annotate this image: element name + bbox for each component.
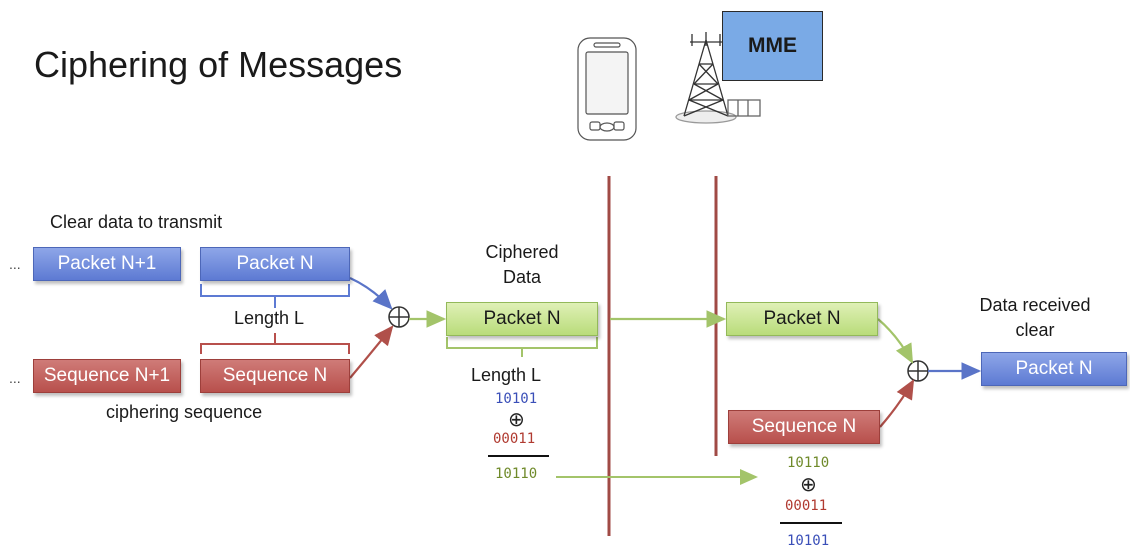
sequence-n-box: Sequence N: [200, 359, 350, 393]
cell-tower-icon: [675, 32, 761, 124]
receiver-sequence-box: Sequence N: [728, 410, 880, 444]
length-brace-ciphered: [446, 337, 598, 357]
bits-ciphered: 10110: [495, 466, 538, 482]
bits-received-ciphered: 10110: [787, 455, 830, 471]
xor-symbol-sender: ⊕: [508, 409, 525, 431]
ciphered-packet-box: Packet N: [446, 302, 598, 336]
ellipsis-packets: ...: [9, 256, 21, 272]
bits-received-key: 00011: [785, 498, 828, 514]
packet-n-box: Packet N: [200, 247, 350, 281]
mobile-phone-icon: [577, 37, 637, 141]
ciphering-sequence-label: ciphering sequence: [106, 402, 263, 422]
length-brace-top: [200, 284, 350, 308]
xor-operator-sender: [388, 306, 410, 328]
length-label-ciphered: Length L: [471, 365, 542, 385]
length-brace-bottom: [200, 333, 350, 354]
data-received-clear-label: Data received clear: [979, 295, 1091, 340]
ellipsis-sequences: ...: [9, 370, 21, 386]
bits-key: 00011: [493, 431, 536, 447]
bits-recovered: 10101: [787, 533, 830, 549]
arrow-sequence-to-xor: [349, 325, 394, 379]
arrow-packet-to-xor: [349, 276, 393, 310]
mme-box: MME: [722, 11, 823, 81]
sequence-n-plus-1-box: Sequence N+1: [33, 359, 181, 393]
xor-symbol-receiver: ⊕: [800, 474, 817, 496]
packet-n-plus-1-box: Packet N+1: [33, 247, 181, 281]
bits-data: 10101: [495, 391, 538, 407]
received-packet-box: Packet N: [726, 302, 878, 336]
arrow-received-to-xor: [877, 318, 914, 364]
clear-data-label: Clear data to transmit: [50, 212, 223, 232]
ciphered-data-label: Ciphered Data: [485, 242, 559, 287]
length-label-sender: Length L: [234, 308, 305, 328]
arrow-sequence-to-receiver-xor: [879, 379, 915, 428]
page-title: Ciphering of Messages: [34, 44, 403, 85]
output-packet-box: Packet N: [981, 352, 1127, 386]
xor-operator-receiver: [907, 360, 929, 382]
